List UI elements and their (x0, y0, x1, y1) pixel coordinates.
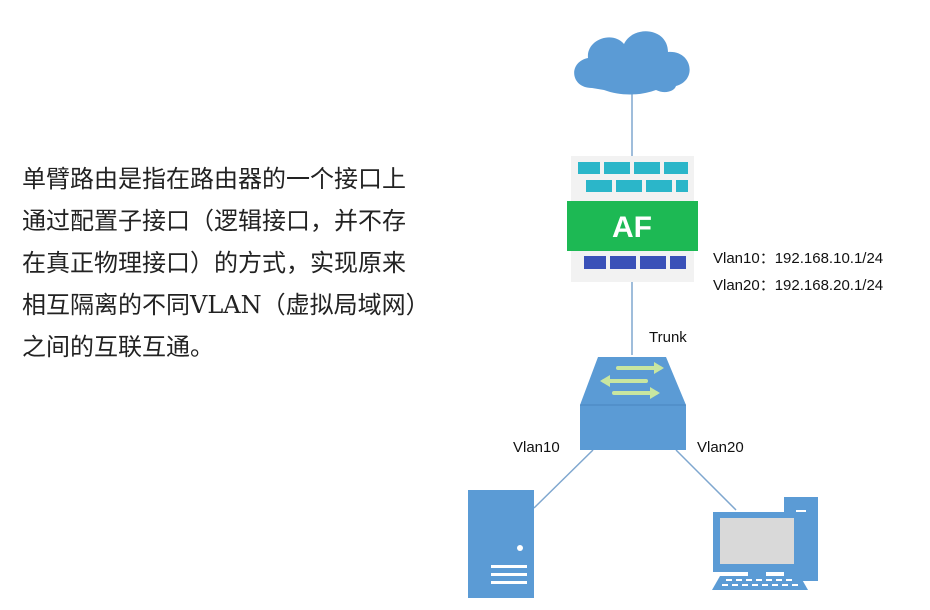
firewall-icon (567, 156, 698, 282)
description-line: 之间的互联互通。 (22, 333, 214, 361)
description-line: 通过配置子接口（逻辑接口，并不存 (22, 207, 406, 235)
vlan10-address-label: Vlan10：192.168.10.1/24 (713, 250, 883, 267)
description-line: 单臂路由是指在路由器的一个接口上 (22, 165, 406, 193)
vlan20-link-label: Vlan20 (697, 439, 744, 456)
description-line: 相互隔离的不同VLAN（虚拟局域网） (22, 291, 430, 319)
description-line: 在真正物理接口）的方式，实现原来 (22, 249, 406, 277)
cloud-icon (574, 31, 690, 95)
pc-icon (712, 497, 818, 590)
vlan20-address-label: Vlan20：192.168.20.1/24 (713, 277, 883, 294)
switch-pc-link (675, 449, 737, 511)
firewall-label: AF (612, 211, 652, 244)
trunk-label: Trunk (649, 329, 687, 346)
switch-icon (580, 357, 686, 450)
description-text: 单臂路由是指在路由器的一个接口上 通过配置子接口（逻辑接口，并不存 在真正物理接… (22, 158, 462, 368)
vlan10-link-label: Vlan10 (513, 439, 560, 456)
switch-server-link (533, 449, 594, 509)
server-icon (468, 490, 534, 598)
